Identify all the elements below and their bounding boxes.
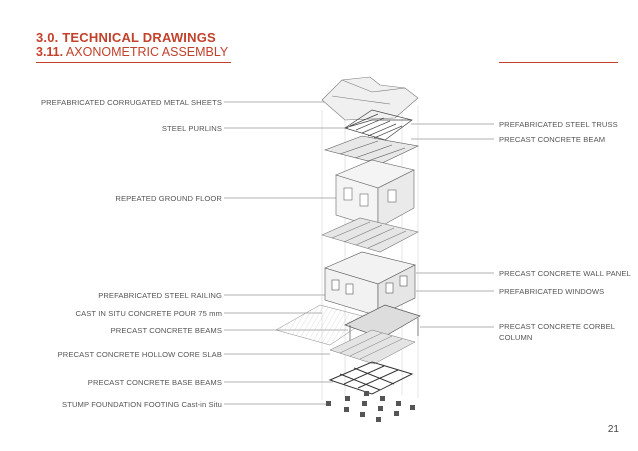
steel-truss <box>344 109 413 141</box>
upper-floor <box>335 159 415 229</box>
hollow-core-slab <box>329 329 416 365</box>
title-underline-right <box>499 62 618 63</box>
label-precast-concrete-beam: PRECAST CONCRETE BEAM <box>499 135 606 144</box>
page-number: 21 <box>607 424 619 435</box>
label-stump-foundation: STUMP FOUNDATION FOOTING Cast-in Situ <box>62 400 222 409</box>
label-corrugated-metal-sheets: PREFABRICATED CORRUGATED METAL SHEETS <box>40 98 222 107</box>
label-wall-panel: PRECAST CONCRETE WALL PANEL <box>499 269 631 278</box>
subsection-number: 3.11. <box>36 45 64 59</box>
label-precast-beams: PRECAST CONCRETE BEAMS <box>110 326 222 335</box>
footings <box>326 391 415 422</box>
ground-floor <box>324 251 416 317</box>
title-underline-left <box>36 62 231 63</box>
left-leader-lines <box>224 101 348 405</box>
roof-sheets <box>321 76 419 121</box>
label-column: COLUMN <box>499 333 533 342</box>
label-steel-purlins: STEEL PURLINS <box>161 124 222 133</box>
label-steel-railing: PREFABRICATED STEEL RAILING <box>98 291 222 300</box>
floor-slab <box>321 217 419 253</box>
subsection-text: AXONOMETRIC ASSEMBLY <box>65 45 229 59</box>
label-repeated-ground-floor: REPEATED GROUND FLOOR <box>115 194 222 203</box>
roof-beams <box>324 135 419 165</box>
label-base-beams: PRECAST CONCRETE BASE BEAMS <box>87 378 222 387</box>
label-corbel: PRECAST CONCRETE CORBEL <box>499 322 616 331</box>
label-hollow-core-slab: PRECAST CONCRETE HOLLOW CORE SLAB <box>57 350 222 359</box>
label-windows: PREFABRICATED WINDOWS <box>499 287 605 296</box>
base-beams <box>328 361 414 395</box>
subsection-title: 3.11. AXONOMETRIC ASSEMBLY <box>36 45 228 59</box>
label-steel-truss: PREFABRICATED STEEL TRUSS <box>499 120 618 129</box>
right-leader-lines <box>411 123 494 328</box>
section-title: 3.0. TECHNICAL DRAWINGS <box>36 30 216 45</box>
label-cast-in-situ-pour: CAST IN SITU CONCRETE POUR 75 mm <box>75 309 222 318</box>
